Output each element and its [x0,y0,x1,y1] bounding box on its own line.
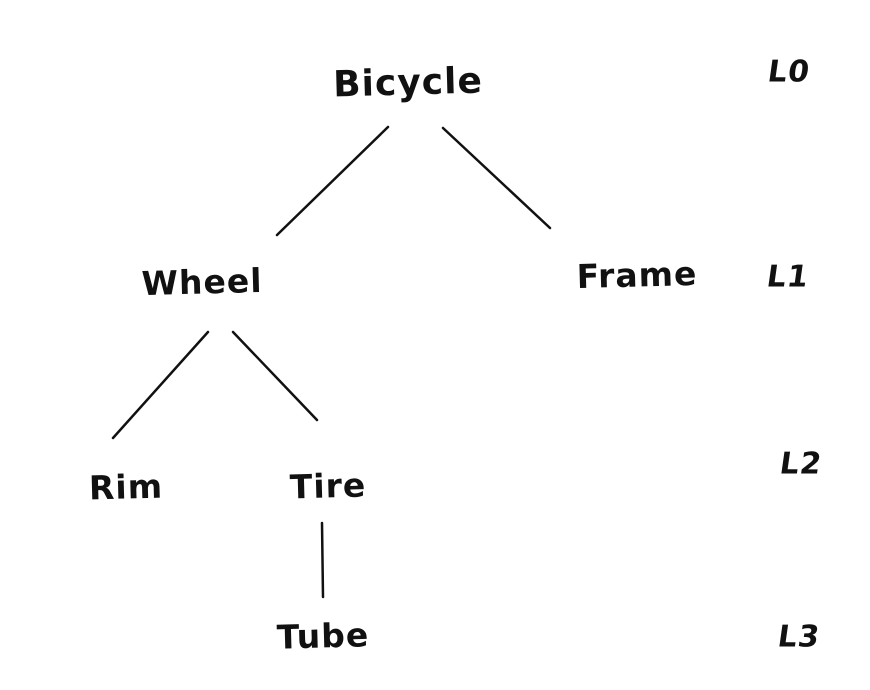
level-label-l1: L1 [764,259,812,295]
edge-bicycle-frame [441,126,552,230]
level-label-l0: L0 [765,54,813,90]
edge-bicycle-wheel [275,125,390,237]
edge-wheel-tire [231,330,319,422]
node-wheel: Wheel [141,260,263,304]
edge-wheel-rim [111,330,210,440]
level-label-l2: L2 [777,446,825,482]
level-label-l3: L3 [775,619,823,655]
node-frame: Frame [576,253,698,297]
node-tube: Tube [276,615,370,657]
edge-tire-tube [320,521,325,599]
node-tire: Tire [289,465,367,507]
node-bicycle: Bicycle [332,60,484,106]
node-rim: Rim [88,466,164,508]
